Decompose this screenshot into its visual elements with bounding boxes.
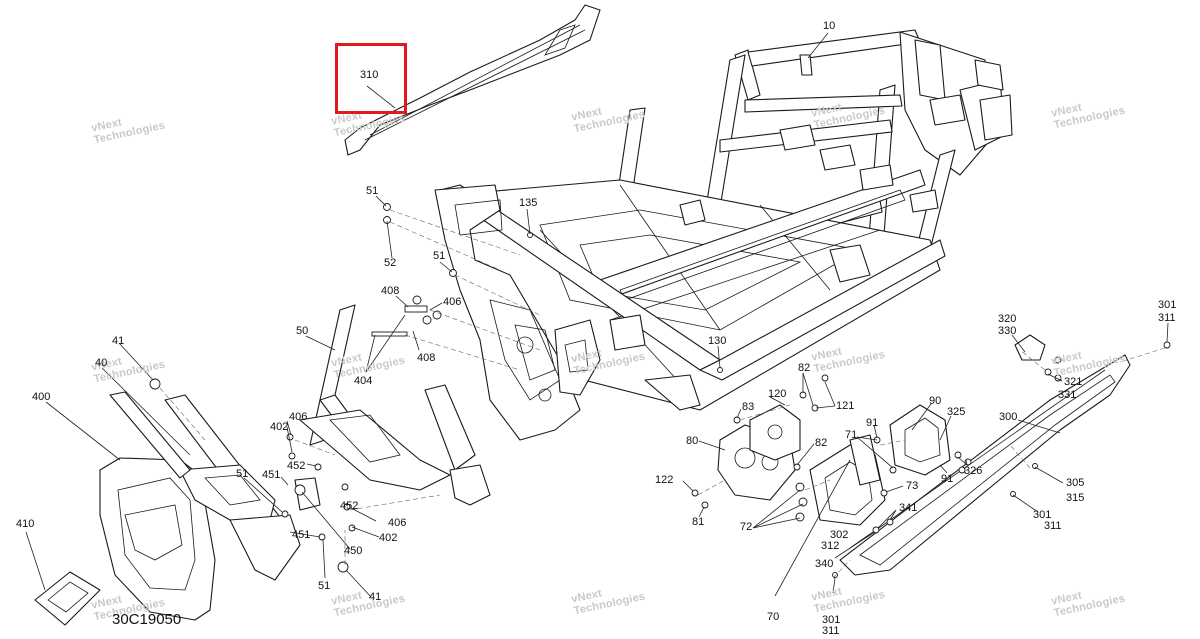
callout-82[interactable]: 82 — [815, 437, 828, 449]
callout-72[interactable]: 72 — [740, 521, 753, 533]
callout-402[interactable]: 402 — [379, 532, 398, 544]
callout-451[interactable]: 451 — [292, 529, 311, 541]
callout-52[interactable]: 52 — [384, 257, 397, 269]
callout-315[interactable]: 315 — [1066, 492, 1085, 504]
callout-41[interactable]: 41 — [112, 335, 125, 347]
callout-312[interactable]: 312 — [821, 540, 840, 552]
callout-51[interactable]: 51 — [366, 185, 379, 197]
callout-311[interactable]: 311 — [822, 625, 840, 637]
callout-91[interactable]: 91 — [941, 473, 954, 485]
callout-311[interactable]: 311 — [1158, 312, 1176, 324]
callout-406[interactable]: 406 — [388, 517, 407, 529]
callout-400[interactable]: 400 — [32, 391, 51, 403]
callout-408[interactable]: 408 — [381, 285, 400, 297]
callout-300[interactable]: 300 — [999, 411, 1018, 423]
front-extension-50 — [294, 304, 491, 511]
callout-450[interactable]: 450 — [344, 545, 363, 557]
callout-451[interactable]: 451 — [262, 469, 281, 481]
callout-320[interactable]: 320 — [998, 313, 1017, 325]
callout-70[interactable]: 70 — [767, 611, 780, 623]
callout-301[interactable]: 301 — [822, 614, 841, 626]
callout-341[interactable]: 341 — [899, 502, 918, 514]
rear-bracket-group — [717, 404, 801, 501]
callout-406[interactable]: 406 — [443, 296, 462, 308]
side-rail-310 — [344, 4, 601, 156]
callout-40[interactable]: 40 — [95, 357, 108, 369]
callout-410[interactable]: 410 — [16, 518, 35, 530]
callout-452[interactable]: 452 — [287, 460, 306, 472]
callout-325[interactable]: 325 — [947, 406, 966, 418]
callout-404[interactable]: 404 — [354, 375, 373, 387]
callout-330[interactable]: 330 — [998, 325, 1017, 337]
rear-bracket-70 — [809, 434, 886, 526]
callout-51[interactable]: 51 — [318, 580, 331, 592]
callout-90[interactable]: 90 — [929, 395, 942, 407]
highlight-box — [335, 43, 407, 114]
callout-321[interactable]: 321 — [1064, 376, 1083, 388]
callout-452[interactable]: 452 — [340, 500, 359, 512]
callout-402[interactable]: 402 — [270, 421, 289, 433]
leader-lines — [25, 32, 1169, 598]
callout-122[interactable]: 122 — [655, 474, 674, 486]
bracket-90 — [889, 404, 951, 476]
callout-41[interactable]: 41 — [369, 591, 382, 603]
callout-408[interactable]: 408 — [417, 352, 436, 364]
rear-skid-300 — [839, 354, 1131, 576]
callout-51[interactable]: 51 — [433, 250, 446, 262]
bracket-320 — [1014, 334, 1046, 361]
callout-135[interactable]: 135 — [519, 197, 538, 209]
diagram-code: 30C19050 — [112, 611, 182, 628]
callout-302[interactable]: 302 — [830, 529, 849, 541]
callout-50[interactable]: 50 — [296, 325, 309, 337]
callout-130[interactable]: 130 — [708, 335, 727, 347]
callout-301[interactable]: 301 — [1158, 299, 1177, 311]
callout-326[interactable]: 326 — [964, 465, 983, 477]
callout-406[interactable]: 406 — [289, 411, 308, 423]
callout-120[interactable]: 120 — [768, 388, 787, 400]
callout-310[interactable]: 310 — [360, 69, 379, 81]
main-frame — [434, 29, 1013, 441]
callout-305[interactable]: 305 — [1066, 477, 1085, 489]
callout-121[interactable]: 121 — [836, 400, 855, 412]
callout-81[interactable]: 81 — [692, 516, 705, 528]
front-bumper — [34, 391, 301, 626]
callout-73[interactable]: 73 — [906, 480, 919, 492]
callout-71[interactable]: 71 — [845, 429, 858, 441]
centerlines — [159, 209, 1166, 579]
callout-83[interactable]: 83 — [742, 401, 755, 413]
callout-301[interactable]: 301 — [1033, 509, 1052, 521]
callout-91[interactable]: 91 — [866, 417, 879, 429]
callout-80[interactable]: 80 — [686, 435, 699, 447]
callout-10[interactable]: 10 — [823, 20, 836, 32]
callout-331[interactable]: 331 — [1058, 389, 1077, 401]
callout-82[interactable]: 82 — [798, 362, 811, 374]
callout-51[interactable]: 51 — [236, 468, 249, 480]
callout-340[interactable]: 340 — [815, 558, 834, 570]
callout-311[interactable]: 311 — [1044, 520, 1062, 532]
